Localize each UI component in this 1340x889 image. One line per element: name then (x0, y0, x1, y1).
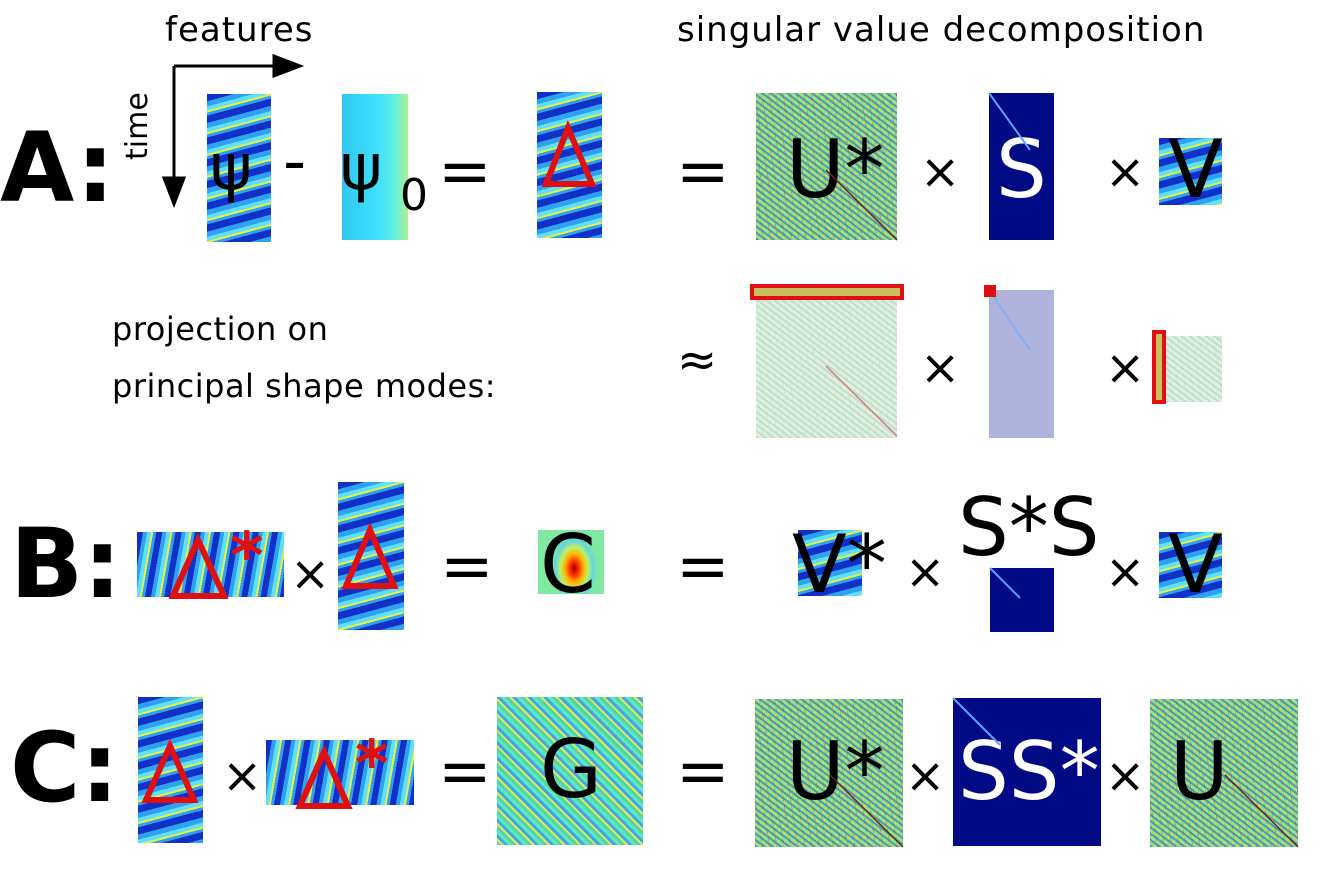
times-symbol: × (222, 748, 263, 804)
projection-line-2: principal shape modes: (112, 367, 497, 405)
ss-star-letters: SS* (958, 725, 1100, 818)
psi-symbol: ψ (210, 131, 253, 205)
row-a-label: A: (0, 112, 115, 224)
g-letter: G (540, 723, 602, 816)
times-symbol: × (920, 340, 961, 396)
s-mode-highlight (984, 285, 996, 297)
psi-matrix (207, 94, 271, 242)
u-star-mode-highlight (750, 284, 904, 300)
v-matrix (1159, 138, 1222, 205)
v-star-matrix (798, 530, 862, 596)
u-letter: U (1170, 725, 1229, 818)
u-diagonal (1224, 774, 1299, 848)
delta-triangle-icon (141, 738, 199, 803)
delta-star-asterisk: * (230, 520, 264, 594)
minus-symbol: - (283, 125, 307, 199)
v-mode-highlight (1152, 330, 1166, 404)
v-star-letter: V* (792, 518, 887, 611)
g-matrix (497, 697, 643, 845)
u-star-matrix (756, 93, 897, 240)
times-symbol: × (1105, 544, 1146, 600)
times-symbol: × (905, 748, 946, 804)
delta-triangle-icon (295, 744, 353, 809)
times-symbol: × (1105, 340, 1146, 396)
ss-star-diagonal (952, 697, 1001, 746)
times-symbol: × (920, 144, 961, 200)
equals-symbol: = (438, 135, 492, 209)
delta-matrix (338, 482, 404, 630)
u-star-letter: U* (786, 725, 885, 818)
delta-triangle-icon (168, 532, 229, 599)
v-truncated-matrix (1159, 336, 1222, 402)
projection-line-1: projection on (112, 310, 329, 348)
s-star-s-letters: S*S (958, 481, 1100, 574)
equals-symbol: = (676, 735, 730, 809)
v-matrix (1159, 532, 1222, 598)
delta-matrix (138, 697, 203, 843)
u-star-letter: U* (786, 123, 885, 216)
features-header: features (165, 10, 314, 50)
svd-header: singular value decomposition (677, 10, 1206, 50)
c-matrix (538, 530, 604, 594)
row-c-label: C: (10, 712, 119, 824)
c-letter: C (540, 518, 596, 611)
delta-star-asterisk: * (355, 728, 389, 802)
equals-symbol: = (676, 135, 730, 209)
row-b-label: B: (10, 508, 122, 620)
delta-triangle-icon (341, 522, 399, 589)
s-truncated-matrix (989, 290, 1054, 438)
u-star-diagonal (825, 169, 898, 241)
time-arrow (161, 66, 187, 209)
s-star-s-diagonal (989, 567, 1021, 599)
s-letter: S (996, 123, 1047, 216)
approx-symbol: ≈ (677, 332, 718, 388)
u-star-matrix (755, 699, 903, 847)
psi0-subscript: 0 (400, 170, 428, 221)
times-symbol: × (1105, 144, 1146, 200)
equals-symbol: = (440, 530, 494, 604)
times-symbol: × (1105, 748, 1146, 804)
delta-matrix (537, 92, 602, 238)
features-arrow (174, 53, 305, 79)
u-star-truncated-diagonal (825, 365, 898, 437)
psi0-matrix (342, 94, 408, 240)
s-truncated-diagonal (988, 289, 1031, 351)
psi0-symbol: ψ (340, 131, 383, 205)
equals-symbol: = (438, 735, 492, 809)
c-u-star-diagonal (829, 774, 904, 848)
s-matrix (989, 93, 1054, 240)
equals-symbol: = (676, 530, 730, 604)
s-diagonal (988, 92, 1031, 151)
times-symbol: × (905, 544, 946, 600)
delta-triangle-icon (541, 120, 597, 187)
times-symbol: × (290, 546, 331, 602)
v-letter: V (1168, 123, 1223, 216)
v-letter: V (1168, 518, 1223, 611)
